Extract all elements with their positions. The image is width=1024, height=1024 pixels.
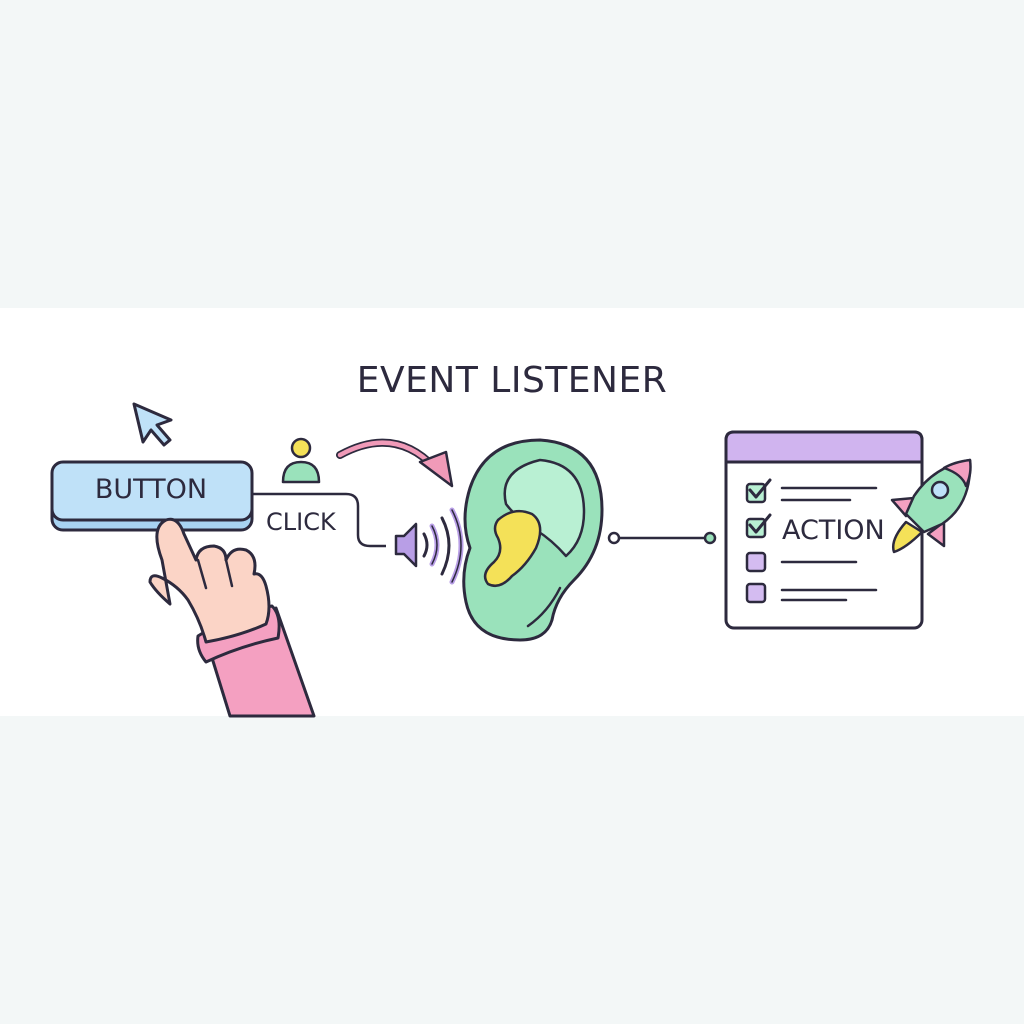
cursor-arrow-icon (132, 402, 173, 447)
user-icon (281, 437, 321, 484)
checklist-window-icon (724, 430, 924, 630)
button-shape (50, 460, 254, 532)
speaker-icon (394, 507, 464, 585)
ear-icon (462, 438, 604, 642)
curved-arrow-icon (336, 438, 454, 488)
action-label: ACTION (782, 515, 885, 546)
rocket-icon (890, 458, 972, 554)
button-label: BUTTON (94, 474, 208, 505)
click-event-label: CLICK (266, 508, 336, 536)
listener-connector-line (607, 531, 717, 545)
diagram-title: EVENT LISTENER (356, 360, 668, 401)
pointing-hand-icon (148, 517, 316, 718)
click-connector-line (252, 492, 386, 548)
